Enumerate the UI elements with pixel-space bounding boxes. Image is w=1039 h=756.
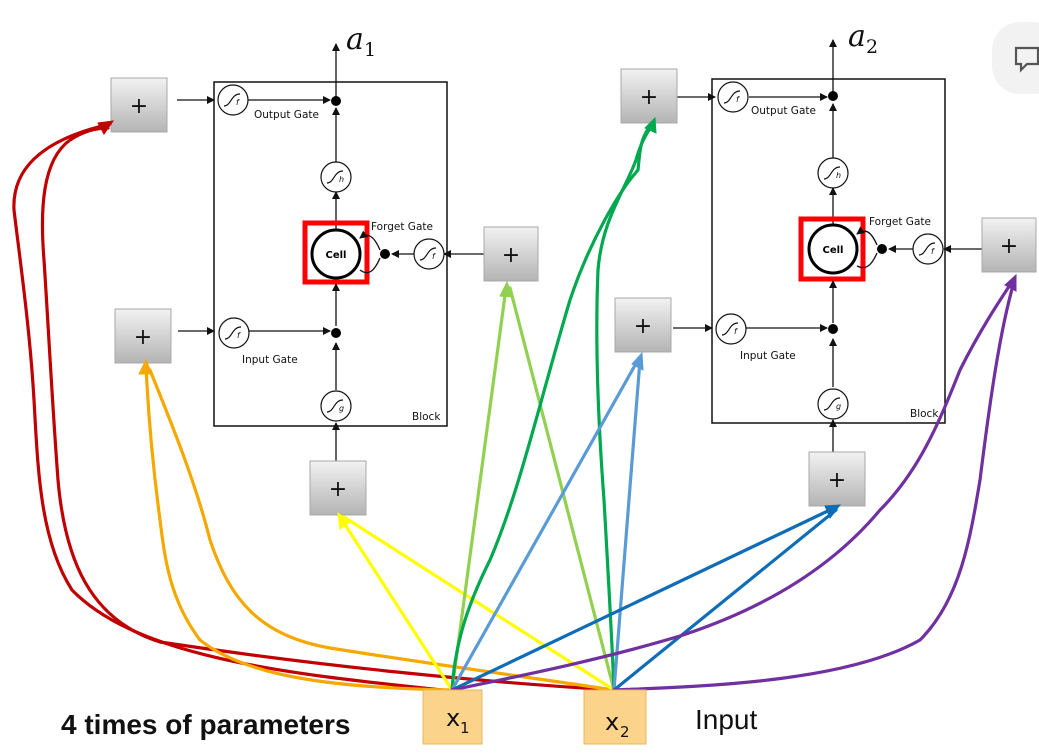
svg-text:f: f: [237, 331, 241, 340]
svg-text:a: a: [848, 19, 866, 54]
svg-text:+: +: [1000, 234, 1018, 259]
svg-text:1: 1: [460, 719, 470, 737]
sum-box-input-gate-2: +: [614, 297, 672, 353]
comment-icon[interactable]: [992, 22, 1039, 94]
sum-box-input-gate-1: +: [114, 308, 172, 364]
connection-x2-cell-input-2: [612, 508, 838, 692]
output-gate-activation-icon-2: f: [717, 81, 749, 113]
cell-output-activation-icon-2: h: [817, 157, 849, 189]
svg-text:+: +: [329, 477, 347, 502]
output-gate-label-1: Output Gate: [254, 109, 319, 121]
svg-text:x: x: [446, 704, 460, 732]
svg-text:1: 1: [364, 39, 376, 61]
lstm-block-1: Block a 1 Output Gate Cell Forget Gate: [177, 22, 484, 461]
forget-gate-label-2: Forget Gate: [869, 216, 931, 228]
sum-box-output-gate-2: +: [620, 68, 678, 124]
input-gate-label-1: Input Gate: [242, 354, 298, 366]
sum-box-forget-gate-1: +: [483, 226, 539, 282]
svg-text:g: g: [339, 404, 344, 413]
svg-text:+: +: [634, 314, 652, 339]
connection-x2-cell-input-1: [342, 515, 616, 692]
cell-label-2: Cell: [823, 245, 844, 256]
caption-parameters: 4 times of parameters: [61, 709, 350, 740]
svg-text:+: +: [828, 468, 846, 493]
cell-label-1: Cell: [326, 250, 347, 261]
input-gate-label-2: Input Gate: [740, 350, 796, 362]
input-gate-activation-icon-1: f: [218, 317, 250, 349]
svg-text:h: h: [339, 175, 344, 184]
forget-gate-activation-icon-2: f: [912, 233, 944, 265]
svg-text:f: f: [736, 95, 740, 104]
connection-x2-input-gate-2: [612, 358, 642, 692]
cell-highlight-2: [798, 216, 866, 282]
svg-text:a: a: [346, 22, 364, 57]
cell-input-activation-icon-1: g: [320, 390, 352, 422]
connection-x2-forget-gate-2: [612, 280, 1016, 692]
cell-output-activation-icon-1: h: [320, 161, 352, 193]
connection-x2-output-gate-1: [40, 126, 616, 692]
svg-text:+: +: [640, 85, 658, 110]
sum-box-cell-input-2: +: [808, 451, 866, 507]
svg-text:+: +: [134, 325, 152, 350]
output-a2-label: a 2: [848, 19, 878, 58]
output-a1-label: a 1: [346, 22, 376, 61]
cell-highlight-1: [302, 220, 370, 285]
forget-gate-label-1: Forget Gate: [371, 221, 433, 233]
output-gate-label-2: Output Gate: [751, 105, 816, 117]
svg-text:f: f: [734, 327, 738, 336]
output-gate-activation-icon-1: f: [217, 84, 249, 116]
input-x2-box: x 2: [583, 689, 647, 745]
lstm-block-2: Block a 2 Output Gate Cell Forget Gate I…: [673, 19, 982, 452]
svg-text:+: +: [502, 243, 520, 268]
sum-box-output-gate-1: +: [110, 77, 168, 133]
block-2-label: Block: [910, 408, 939, 420]
svg-text:g: g: [836, 402, 841, 411]
connection-x1-input-gate-2: [450, 351, 644, 692]
input-x1-box: x 1: [422, 689, 483, 745]
block-1-label: Block: [412, 411, 441, 423]
svg-text:f: f: [432, 252, 436, 261]
sum-box-forget-gate-2: +: [981, 217, 1037, 273]
connection-x1-cell-input-1: [337, 511, 454, 692]
svg-text:x: x: [605, 708, 619, 736]
input-label: Input: [695, 704, 757, 735]
svg-text:h: h: [836, 171, 841, 180]
cell-input-activation-icon-2: g: [817, 388, 849, 420]
connection-x2-output-gate-2: [595, 124, 654, 692]
forget-gate-activation-icon-1: f: [413, 238, 445, 270]
input-gate-activation-icon-2: f: [715, 313, 747, 345]
svg-text:f: f: [236, 98, 240, 107]
svg-text:2: 2: [866, 36, 878, 58]
svg-text:f: f: [931, 247, 935, 256]
sum-box-cell-input-1: +: [309, 460, 367, 516]
svg-text:+: +: [130, 94, 148, 119]
connection-x2-forget-gate-1: [508, 286, 616, 692]
svg-text:2: 2: [620, 723, 630, 741]
